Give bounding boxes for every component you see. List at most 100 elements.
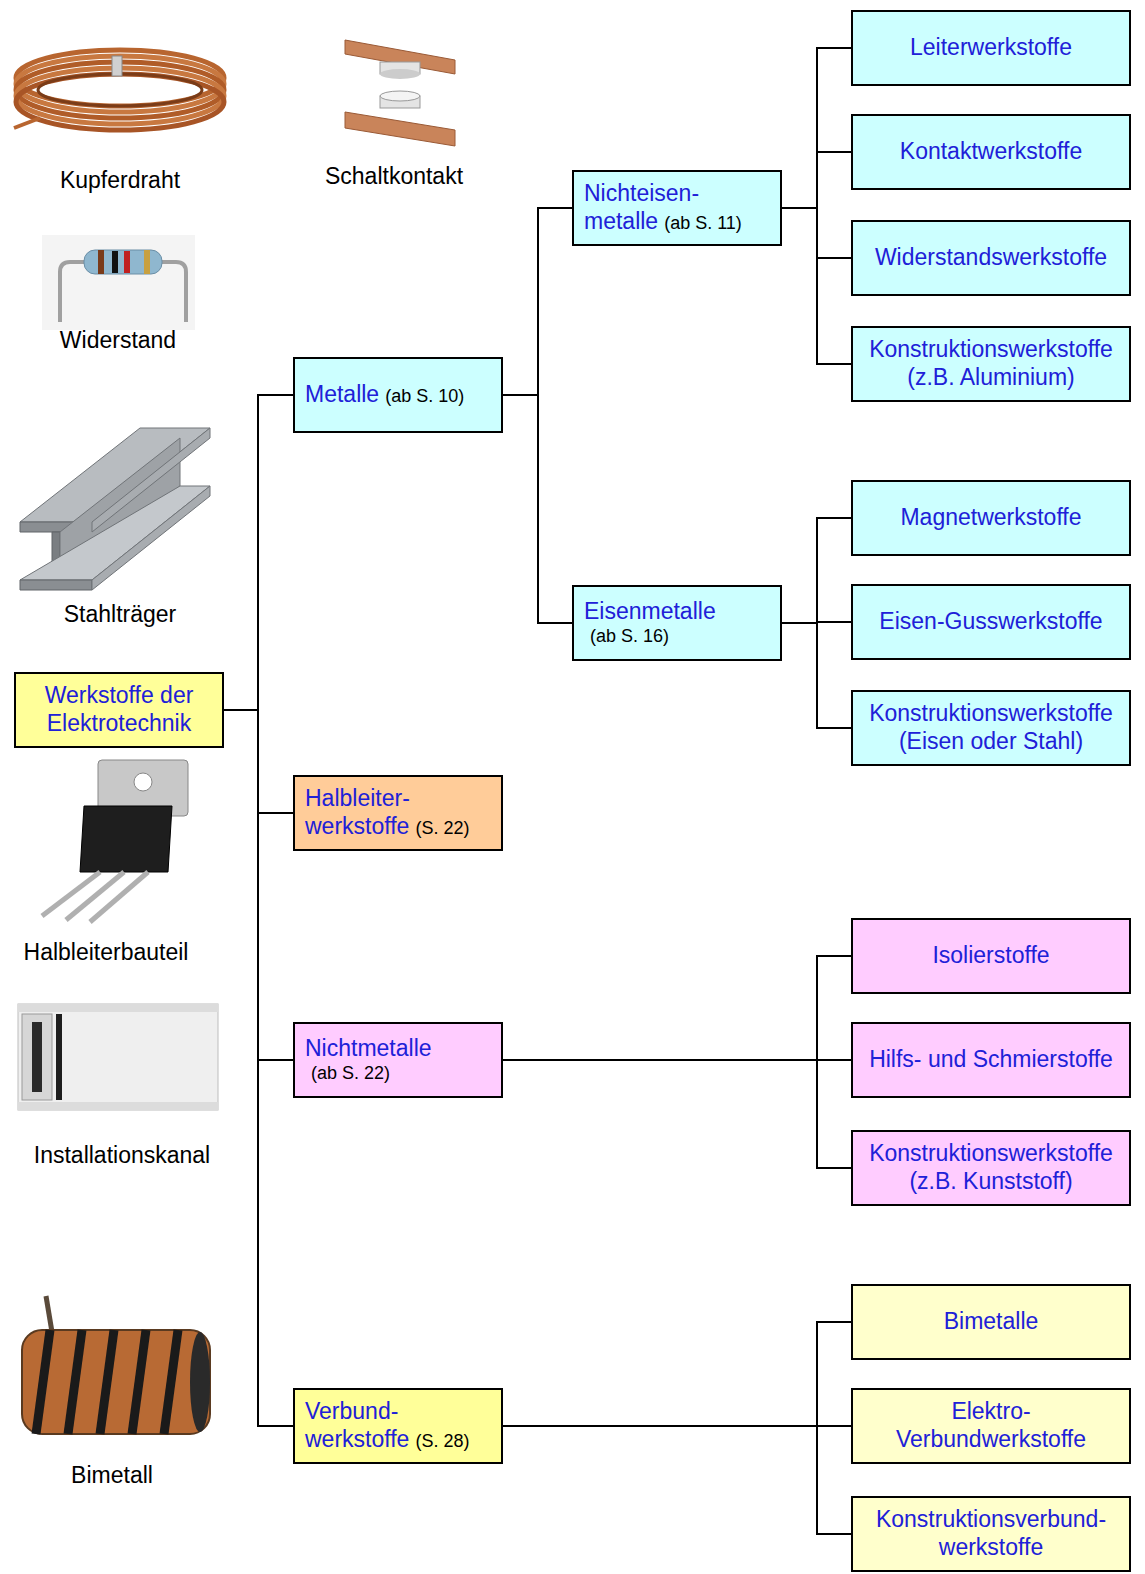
picture-caption: Kupferdraht [60,166,180,194]
box-text: Verbund- werkstoffe (S. 28) [305,1398,491,1453]
box-text: Nichtmetalle(ab S. 22) [305,1035,491,1084]
box-title: Widerstandswerkstoffe [875,244,1107,270]
bimetal-spiral-part [68,1330,82,1434]
box-text: Hilfs- und Schmierstoffe [863,1046,1119,1074]
bimetal-spiral-part [46,1296,52,1332]
semiconductor-package-part [42,872,100,916]
box-title: Hilfs- und Schmierstoffe [869,1046,1113,1072]
page-reference: (ab S. 16) [590,626,669,648]
box-title: Kontaktwerkstoffe [900,138,1082,164]
steel-beam-part [92,428,210,532]
tree-connector [224,395,293,710]
picture-caption: Installationskanal [34,1141,210,1169]
resistor-part [42,235,195,330]
material-box: Konstruktionswerkstoffe (z.B. Aluminium) [851,326,1131,402]
switch-contact-part [380,69,420,79]
tree-connector [503,395,572,623]
bimetal-spiral-part [164,1330,178,1434]
resistor-part [84,250,162,274]
switch-contact-part [380,91,420,101]
steel-beam-part [92,486,210,590]
switch-contact-part [345,40,455,74]
box-title: Konstruktionsverbund- werkstoffe [876,1506,1106,1560]
category-box: Halbleiter- werkstoffe(S. 22) [293,775,503,851]
box-title: Verbund- werkstoffe [305,1398,409,1452]
box-text: Eisenmetalle(ab S. 16) [584,598,770,647]
box-text: Werkstoffe der Elektrotechnik [26,682,212,737]
box-text: Widerstandswerkstoffe [863,244,1119,272]
box-text: Konstruktionswerkstoffe (z.B. Kunststoff… [863,1140,1119,1195]
copper-coil-part [16,56,224,112]
box-text: Konstruktionswerkstoffe (z.B. Aluminium) [863,336,1119,391]
switch-contact [345,40,455,146]
picture-caption: Stahlträger [64,600,177,628]
tree-connector [224,710,293,1426]
box-text: Konstruktionsverbund- werkstoffe [863,1506,1119,1561]
material-box: Hilfs- und Schmierstoffe [851,1022,1131,1098]
box-text: Eisen-Gusswerkstoffe [863,608,1119,636]
page-reference: (S. 22) [415,818,469,840]
box-title: Eisenmetalle [584,598,716,624]
category-box: Eisenmetalle(ab S. 16) [572,585,782,661]
box-text: Nichteisen- metalle(ab S. 11) [584,180,770,235]
category-box: Verbund- werkstoffe (S. 28) [293,1388,503,1464]
cable-duct-part [18,1004,218,1012]
bimetal-spiral [22,1296,210,1434]
box-text: Magnetwerkstoffe [863,504,1119,532]
cable-duct-part [22,1014,52,1100]
copper-coil-part [16,74,224,130]
box-title: Magnetwerkstoffe [900,504,1081,530]
box-title: Eisen-Gusswerkstoffe [879,608,1102,634]
copper-coil-part [38,74,202,106]
box-title: Nichtmetalle [305,1035,432,1061]
resistor-part [98,250,104,274]
tree-connector [782,152,851,208]
box-text: Elektro- Verbundwerkstoffe [863,1398,1119,1453]
material-box: Leiterwerkstoffe [851,10,1131,86]
tree-connector [782,518,851,623]
copper-coil-part [14,118,40,128]
material-box: Eisen-Gusswerkstoffe [851,584,1131,660]
bimetal-spiral-part [100,1330,114,1434]
cable-duct-part [32,1022,42,1092]
box-title: Konstruktionswerkstoffe (z.B. Kunststoff… [869,1140,1113,1194]
tree-connector [782,48,851,208]
box-title: Bimetalle [944,1308,1039,1334]
cable-duct-part [18,1004,218,1110]
category-box: Nichteisen- metalle(ab S. 11) [572,170,782,246]
box-title: Halbleiter- werkstoffe [305,785,410,839]
bimetal-spiral-part [132,1330,146,1434]
semiconductor-package-part [80,806,172,872]
resistor-part [124,251,130,273]
box-title: Metalle [305,381,379,407]
material-box: Kontaktwerkstoffe [851,114,1131,190]
page-reference: (S. 28) [415,1431,469,1453]
cable-duct-part [18,1102,218,1110]
resistor-part [112,251,118,273]
steel-beam-part [20,580,92,590]
material-box: Bimetalle [851,1284,1131,1360]
semiconductor-package [42,760,188,922]
resistor [42,235,195,330]
box-title: Elektro- Verbundwerkstoffe [896,1398,1086,1452]
root-box: Werkstoffe der Elektrotechnik [14,672,224,748]
page-reference: (ab S. 11) [664,213,742,235]
picture-caption: Widerstand [60,326,176,354]
box-text: Kontaktwerkstoffe [863,138,1119,166]
box-title: Leiterwerkstoffe [910,34,1072,60]
picture-caption: Bimetall [71,1461,153,1489]
tree-connector [782,623,851,728]
cable-duct-part [56,1014,62,1100]
tree-connector [503,1322,851,1426]
material-box: Elektro- Verbundwerkstoffe [851,1388,1131,1464]
category-box: Nichtmetalle(ab S. 22) [293,1022,503,1098]
copper-coil [14,50,224,130]
steel-beam [20,428,210,590]
tree-connector [503,1426,851,1534]
box-title: Konstruktionswerkstoffe (Eisen oder Stah… [869,700,1113,754]
box-title: Isolierstoffe [932,942,1049,968]
picture-caption: Schaltkontakt [325,162,463,190]
semiconductor-package-part [66,872,124,920]
tree-connector [782,208,851,364]
semiconductor-package-part [134,773,152,791]
